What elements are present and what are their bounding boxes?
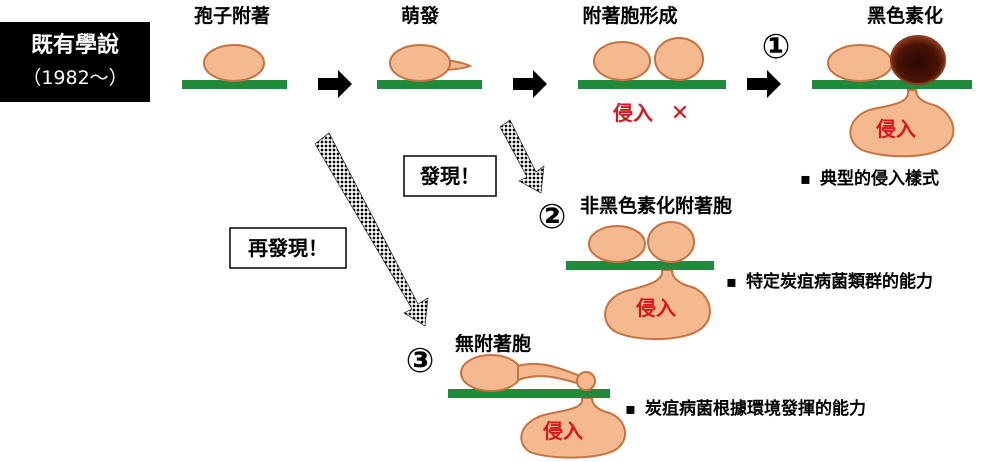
stage-melanization-label: 黑色素化: [867, 4, 943, 27]
rediscovery-box: 再發現！: [229, 227, 347, 269]
invasion-label: 侵入: [875, 117, 916, 141]
bullet: ▪: [800, 169, 811, 188]
leaf-surface: [182, 80, 287, 89]
path-2-non-melanized: ② 非黑色素化附著胞 侵入 ▪ 特定炭疽病菌類群的能力: [538, 194, 933, 340]
right-arrow-icon: [513, 70, 547, 98]
invasion-label: 侵入: [542, 419, 583, 443]
path-3-no-appressorium: ③ 無附著胞 侵入 ▪ 炭疽病菌根據環境發揮的能力: [406, 332, 866, 459]
melanized-appressorium: [890, 35, 946, 85]
leaf-surface: [448, 389, 610, 398]
leaf-surface: [566, 261, 714, 270]
spore: [593, 41, 651, 81]
spore: [389, 44, 451, 82]
stage-germination: 萌發: [377, 4, 482, 89]
bullet: ▪: [726, 272, 737, 291]
germ-tube: [517, 362, 581, 386]
rediscovery-arrow: [314, 132, 429, 327]
infection-bulb: [520, 397, 627, 459]
discovery-arrow: [499, 119, 545, 194]
path-3-number: ③: [406, 341, 435, 381]
infection-bulb: [849, 89, 955, 158]
germ-tube: [444, 58, 473, 72]
hyphal-tip: [576, 371, 596, 391]
path-1-number: ①: [762, 27, 791, 67]
discovery-box: 發現！: [403, 155, 497, 197]
leaf-surface: [377, 80, 482, 89]
rediscovery-label: 再發現！: [248, 236, 328, 260]
non-melanized-appressorium: [647, 221, 695, 263]
stage-germination-label: 萌發: [401, 4, 440, 27]
legacy-theory-years: （1982～）: [22, 67, 127, 89]
invasion-label: 侵入: [635, 296, 676, 320]
stage-spore-attach-label: 孢子附著: [194, 4, 270, 27]
path-1-melanization: ① 黑色素化 侵入 ▪ 典型的侵入樣式: [762, 4, 972, 189]
spore: [588, 225, 646, 263]
appressorium: [654, 37, 704, 81]
no-invasion-mark: ✕: [671, 101, 689, 126]
right-arrow-icon: [747, 70, 781, 98]
stage-spore-attach: 孢子附著: [182, 4, 287, 89]
path-2-note: 特定炭疽病菌類群的能力: [746, 271, 933, 292]
leaf-surface: [812, 80, 972, 89]
spore: [460, 354, 522, 392]
spore: [203, 44, 265, 82]
path-2-number: ②: [538, 197, 567, 237]
leaf-surface: [578, 80, 726, 89]
no-invasion-label: 侵入: [612, 101, 653, 125]
infection-bulb: [604, 269, 711, 340]
right-arrow-icon: [318, 70, 352, 98]
stage-appressorium-formation-label: 附著胞形成: [582, 4, 677, 27]
spore: [827, 44, 893, 82]
path-1-note: 典型的侵入樣式: [820, 168, 939, 189]
path-2-title: 非黑色素化附著胞: [580, 194, 732, 217]
path-3-title: 無附著胞: [455, 332, 531, 355]
path-3-note: 炭疽病菌根據環境發揮的能力: [645, 398, 866, 419]
bullet: ▪: [625, 399, 636, 418]
stage-appressorium-formation: 附著胞形成 侵入 ✕: [578, 4, 726, 126]
legacy-theory-title: 既有學說: [31, 32, 119, 58]
legacy-theory-box: 既有學說 （1982～）: [0, 22, 150, 102]
discovery-label: 發現！: [419, 164, 480, 188]
